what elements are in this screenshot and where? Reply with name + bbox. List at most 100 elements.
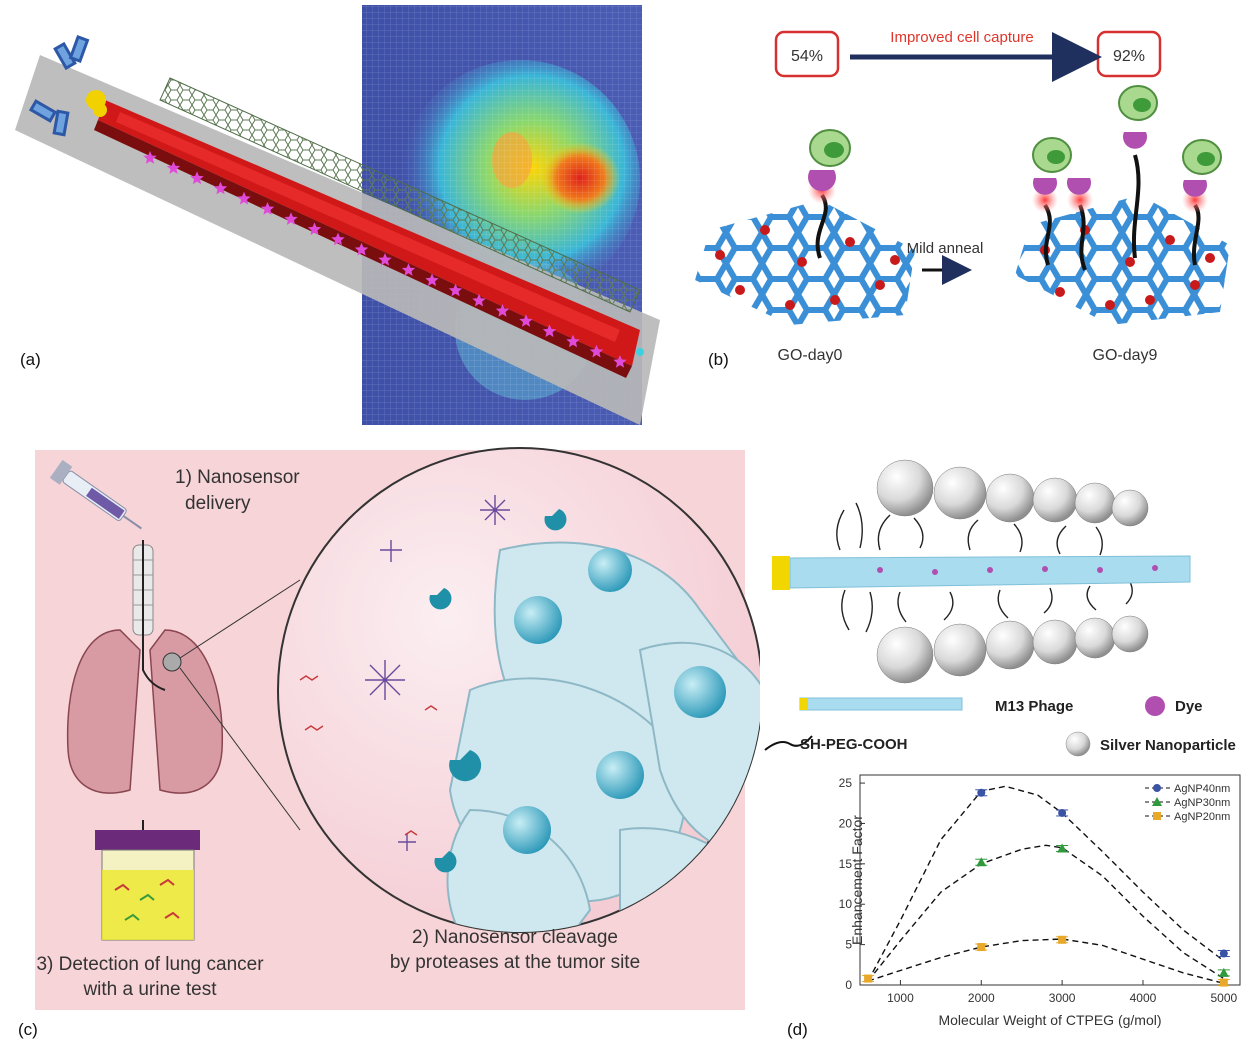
graphene-oxide-day0 [695, 129, 915, 325]
y-tick-label: 15 [839, 857, 853, 871]
dye-star [237, 191, 251, 205]
dye-star [613, 355, 627, 368]
legend-phage: M13 Phage [799, 697, 1073, 715]
dye-star [472, 293, 486, 307]
step1-line2: delivery [185, 493, 251, 514]
phage-nanotube-complex [15, 35, 660, 425]
fit-line [867, 785, 1225, 982]
data-point [1058, 808, 1067, 817]
y-tick-label: 5 [845, 938, 852, 952]
enhancement-factor-chart: 1000 2000 3000 4000 5000 0 5 10 15 20 25 AgNP40nm… [839, 774, 1241, 1028]
x-tick-label: 5000 [1210, 991, 1237, 1005]
dye-star [166, 161, 181, 174]
step2-line1: 2) Nanosensor cleavage [412, 927, 618, 948]
data-point [1218, 967, 1229, 977]
data-points [862, 788, 1230, 987]
dye-star [519, 314, 533, 327]
fit-line [867, 938, 1224, 985]
dye-star [190, 171, 204, 185]
phage-silver-complex [772, 459, 1191, 684]
x-tick-label: 2000 [968, 991, 995, 1005]
process-label: Mild anneal [907, 240, 984, 257]
fit-curves [867, 785, 1225, 985]
dye-star [566, 334, 580, 348]
legend-dye: Dye [1145, 696, 1203, 716]
step1-line1: 1) Nanosensor [175, 467, 300, 488]
dye-star [331, 232, 345, 246]
legend-marker [1153, 784, 1161, 792]
legend-marker [1152, 797, 1162, 806]
panel-c-illustration: 1) Nanosensor delivery 2) Nanosensor cle… [35, 447, 763, 1010]
step2-line2: by proteases at the tumor site [390, 952, 640, 973]
legend-label: AgNP40nm [1174, 783, 1230, 795]
fit-line [867, 844, 1225, 982]
data-point [864, 974, 873, 983]
data-point [1219, 978, 1228, 987]
dye-star [354, 242, 369, 256]
y-tick-label: 0 [845, 978, 852, 992]
dye-star [495, 304, 510, 317]
lungs-illustration [66, 540, 301, 831]
dye-star [425, 273, 439, 287]
step3-line1: 3) Detection of lung cancer [36, 954, 264, 975]
syringe-icon [49, 459, 142, 530]
panel-label-b: (b) [708, 350, 729, 369]
x-tick-label: 3000 [1049, 991, 1076, 1005]
panel-a-illustration [15, 5, 660, 425]
x-tick-label: 4000 [1130, 991, 1157, 1005]
y-tick-label: 20 [839, 816, 853, 830]
legend-silver-nanoparticle: Silver Nanoparticle [1065, 731, 1236, 757]
y-axis-label: Enhancement Factor [849, 815, 865, 945]
panel-label-d: (d) [787, 1020, 808, 1039]
legend-marker [1153, 812, 1161, 820]
dye-star [378, 253, 392, 266]
x-axis: 1000 2000 3000 4000 5000 [887, 980, 1237, 1005]
right-caption: GO-day9 [1093, 347, 1158, 364]
panel-d: M13 Phage Dye SH-PEG-COOH Silver Nanopar… [760, 430, 1250, 1045]
before-value: 54% [791, 48, 823, 65]
panel-d-illustration: M13 Phage Dye SH-PEG-COOH Silver Nanopar… [764, 459, 1241, 1028]
data-point [1058, 935, 1067, 944]
dye-star [213, 181, 228, 195]
dye-star [284, 212, 298, 225]
panel-b: 54% 92% Improved cell capture GO-day0 Mi… [690, 0, 1250, 430]
x-tick-label: 1000 [887, 991, 914, 1005]
panel-label-c: (c) [18, 1020, 38, 1039]
data-point [1219, 949, 1228, 958]
dye-star-row [143, 151, 627, 368]
graphene-oxide-day9 [1015, 85, 1230, 325]
y-axis: 0 5 10 15 20 25 [839, 776, 865, 992]
dye-star [448, 283, 463, 297]
improvement-label: Improved cell capture [890, 29, 1033, 46]
legend-peg: SH-PEG-COOH [764, 735, 908, 753]
before-box [774, 30, 840, 78]
dye-star [260, 202, 275, 215]
data-point [1057, 843, 1068, 853]
data-point [977, 788, 986, 797]
dye-star [542, 324, 557, 338]
legend-label: AgNP20nm [1174, 811, 1230, 823]
urine-cup-icon [95, 830, 200, 941]
svg-text:Silver Nanoparticle: Silver Nanoparticle [1100, 737, 1236, 754]
svg-text:Dye: Dye [1175, 698, 1203, 715]
panel-c: 1) Nanosensor delivery 2) Nanosensor cle… [0, 430, 763, 1045]
panel-b-illustration: 54% 92% Improved cell capture GO-day0 Mi… [695, 29, 1230, 364]
x-axis-label: Molecular Weight of CTPEG (g/mol) [938, 1012, 1161, 1028]
after-value: 92% [1113, 48, 1145, 65]
data-point [976, 857, 987, 867]
dye-star [143, 151, 157, 164]
panel-label-a: (a) [20, 350, 41, 369]
left-caption: GO-day0 [778, 347, 843, 364]
dye-star [307, 222, 322, 236]
y-tick-label: 25 [839, 776, 853, 790]
legend-label: AgNP30nm [1174, 797, 1230, 809]
panel-a: (a) [0, 0, 690, 430]
svg-text:M13 Phage: M13 Phage [995, 698, 1073, 715]
plot-frame [859, 774, 1241, 986]
dye-star [401, 263, 416, 276]
y-tick-label: 10 [839, 897, 853, 911]
data-point [977, 943, 986, 952]
svg-text:SH-PEG-COOH: SH-PEG-COOH [800, 736, 908, 753]
step3-line2: with a urine test [82, 979, 217, 1000]
